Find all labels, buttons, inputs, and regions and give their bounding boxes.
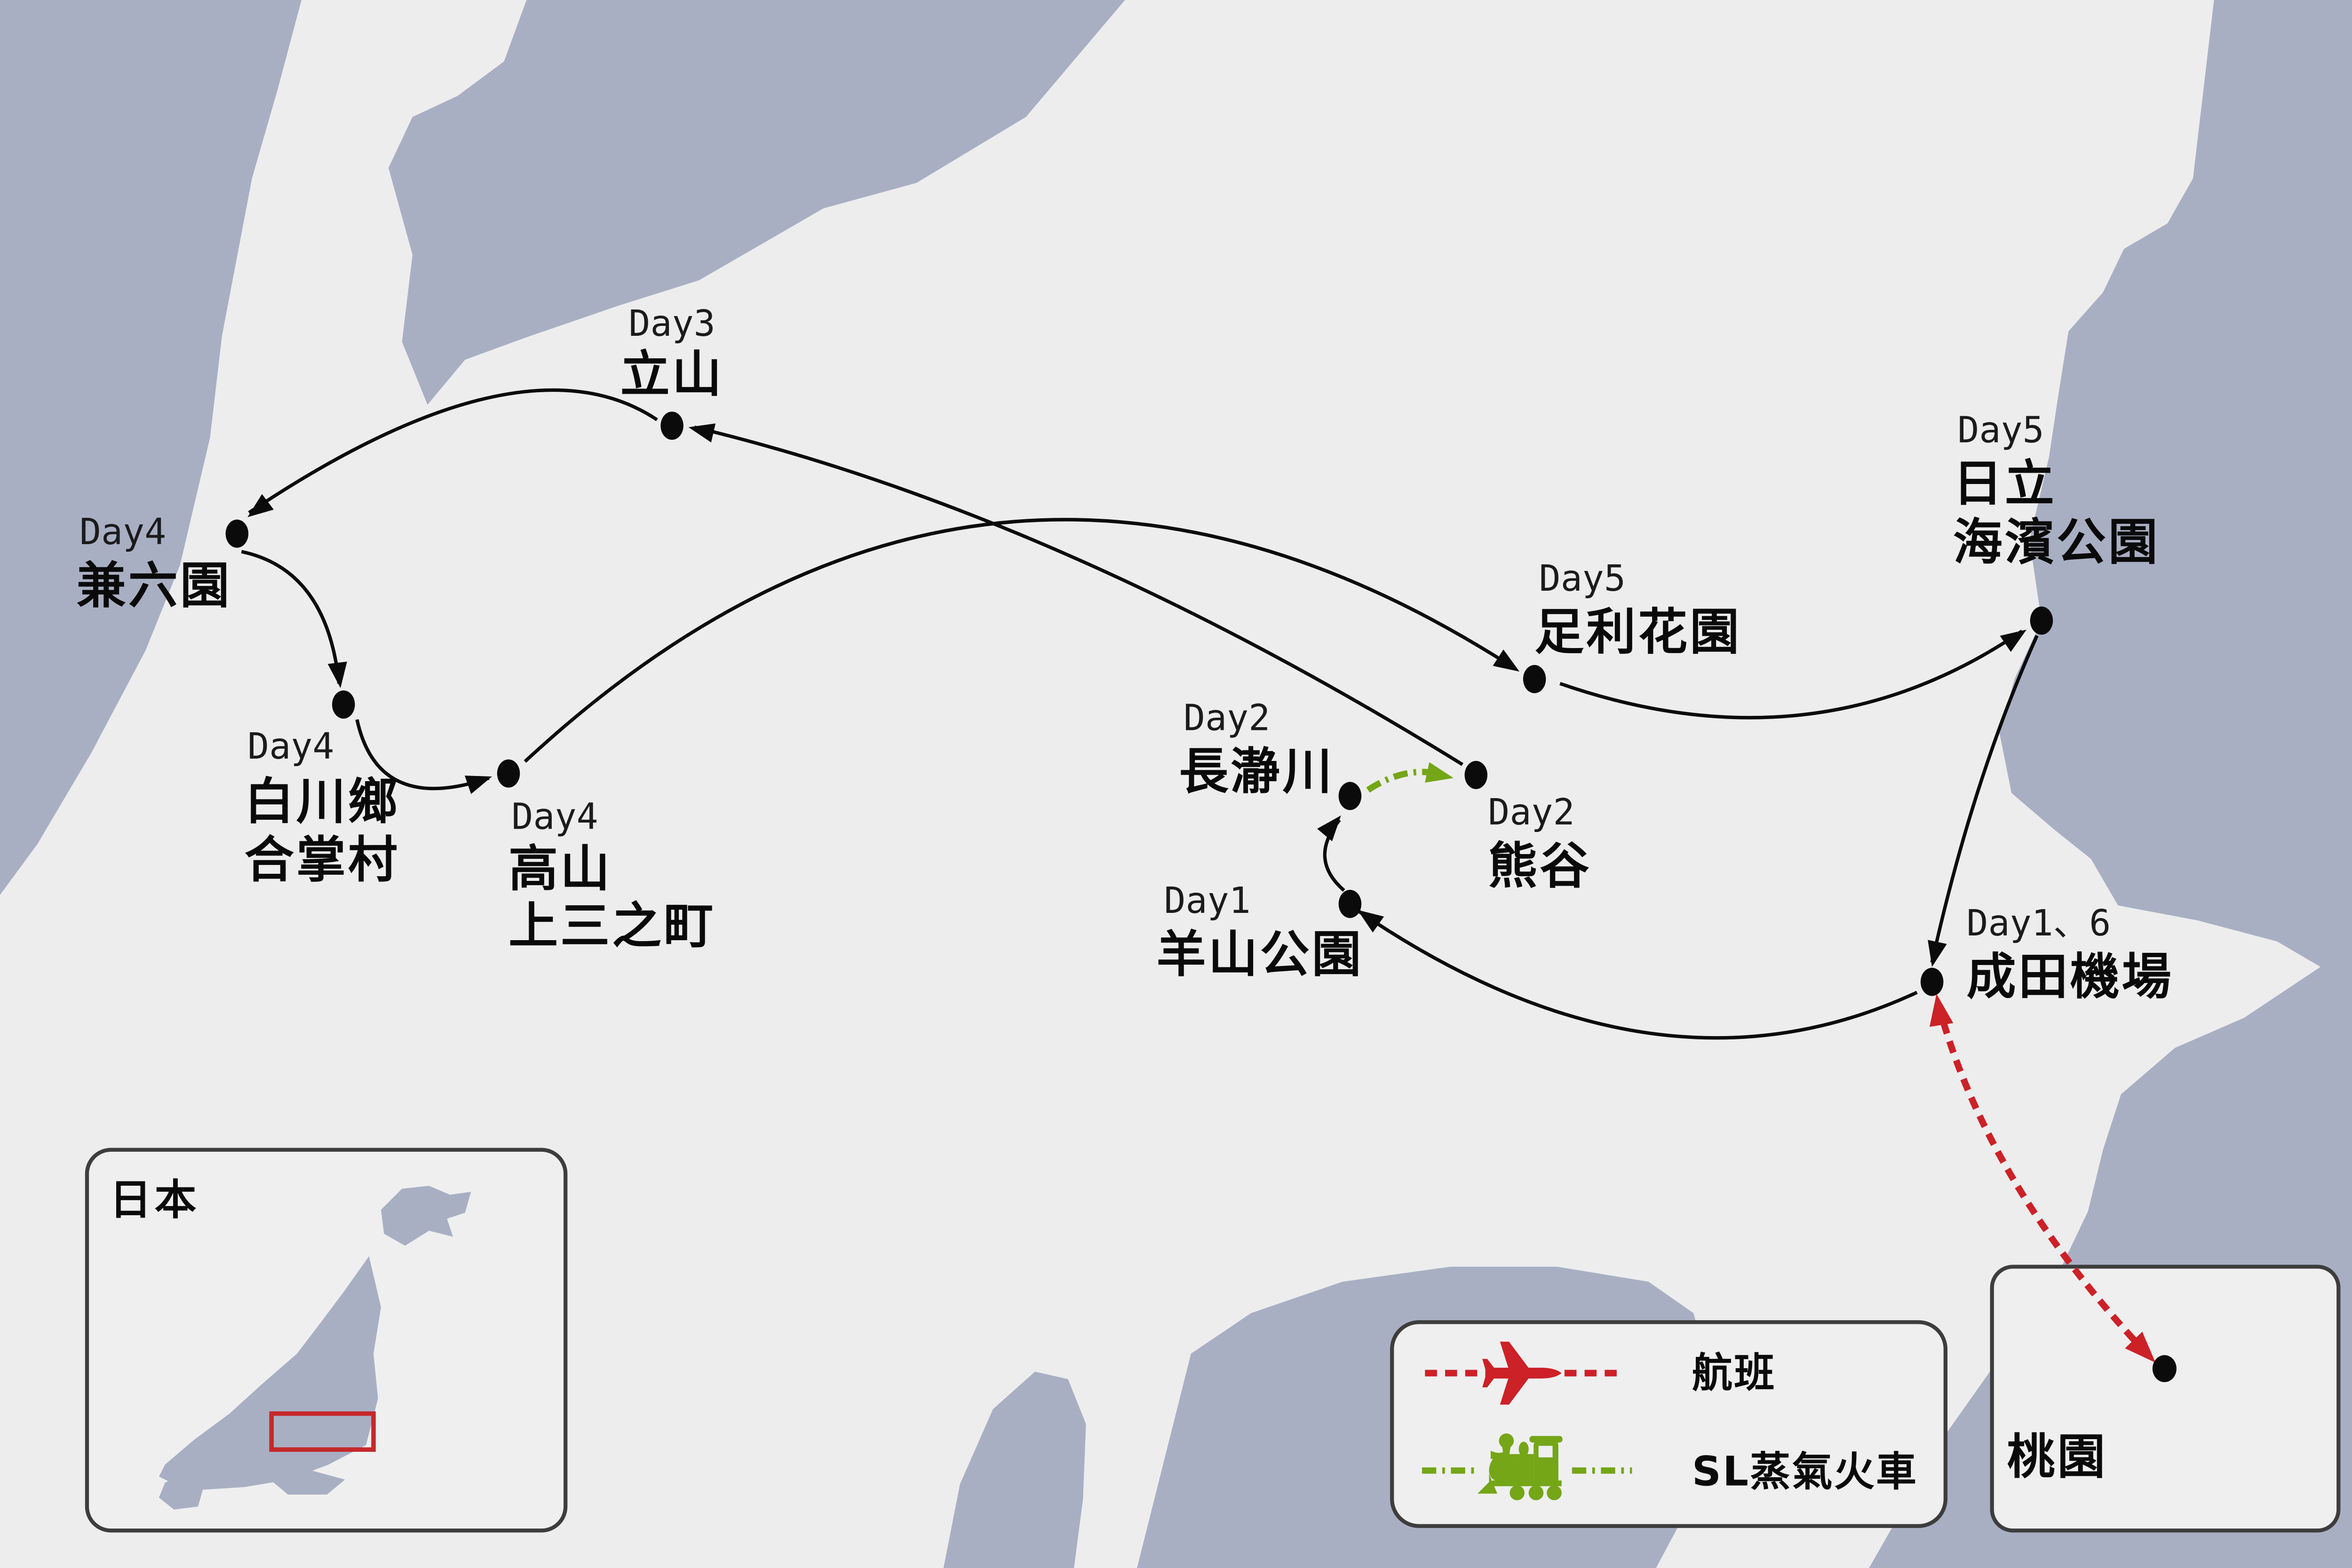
dot-taoyuan — [2152, 1355, 2177, 1382]
label-ashikaga-day: Day5 — [1539, 558, 1626, 600]
label-nagatoro-name: 長瀞川 — [1179, 743, 1334, 800]
label-hitachi-name: 日立 — [1953, 455, 2057, 513]
airplane-icon — [1482, 1341, 1562, 1405]
dot-kenrokuen — [225, 519, 249, 548]
route-shirakawago-to-takayama — [355, 719, 490, 791]
legend-flight-label: 航班 — [1692, 1349, 1776, 1396]
route-kenrokuen-to-shirakawago — [241, 550, 341, 684]
stop-dots — [225, 412, 2177, 1382]
dot-tateyama — [660, 412, 683, 440]
route-hitachi-to-narita — [1930, 634, 2039, 963]
dot-ashikaga — [1523, 665, 1546, 693]
dot-narita — [1920, 967, 1944, 996]
label-kenrokuen-day: Day4 — [79, 511, 166, 553]
label-shirakawago-name2: 合掌村 — [245, 831, 400, 889]
inset-region-highlight — [269, 1411, 376, 1452]
route-ashikaga-to-hitachi — [1559, 629, 2023, 720]
label-hitsujiyama-name: 羊山公園 — [1157, 925, 1364, 983]
label-shirakawago-name: 白川鄉 — [245, 772, 400, 830]
inset-japan-map: 日本 — [85, 1148, 568, 1533]
sea-sagami-bay — [943, 1371, 1086, 1568]
legend: 航班 SL蒸氣火車 — [1390, 1320, 1947, 1528]
arrowhead-at-kenrokuen — [247, 494, 274, 517]
arrowhead-at-hitsujiyama — [1357, 910, 1384, 933]
dot-hitachi — [2030, 606, 2053, 635]
stop-labels: Day3 立山 Day4 兼六園 Day4 白川鄉 合掌村 Day4 高山 上三… — [77, 303, 2173, 1006]
inset-japan-silhouette — [159, 1186, 471, 1510]
inset-honshu — [159, 1256, 381, 1490]
route-takayama-to-ashikaga — [524, 518, 1516, 763]
arrowhead-at-takayama — [464, 776, 492, 794]
label-kenrokuen-name: 兼六園 — [77, 556, 232, 614]
label-tateyama-name: 立山 — [620, 345, 724, 403]
arrowhead-at-nagatoro — [1317, 815, 1341, 841]
sea-pacific-east — [1869, 0, 2352, 1568]
taoyuan-label: 桃園 — [2007, 1429, 2108, 1485]
label-tateyama-day: Day3 — [628, 303, 715, 345]
sea-toyama-bay — [388, 0, 1125, 405]
route-arrowheads — [247, 423, 2027, 967]
sea-of-japan-west — [0, 0, 302, 895]
route-flight-narita-taoyuan — [1935, 1002, 2153, 1361]
legend-frame — [1390, 1320, 1947, 1528]
label-kumagaya-name: 熊谷 — [1488, 837, 1591, 895]
taoyuan-box-frame — [1990, 1265, 2341, 1533]
label-narita-day: Day1、6 — [1966, 903, 2111, 944]
dot-kumagaya — [1464, 760, 1487, 789]
arrowhead-red-at-taoyuan — [2125, 1331, 2156, 1363]
label-takayama-name2: 上三之町 — [509, 897, 715, 955]
arrowhead-at-hitachi — [2000, 629, 2027, 652]
dot-nagatoro — [1338, 782, 1362, 810]
arrowhead-green-at-kumagaya — [1425, 762, 1454, 783]
label-hitachi-day: Day5 — [1957, 409, 2044, 451]
inset-shikoku — [270, 1470, 345, 1495]
arrowhead-at-tateyama — [688, 423, 716, 443]
arrowhead-at-narita — [1928, 940, 1947, 967]
dot-hitsujiyama — [1338, 890, 1362, 918]
route-kumagaya-to-tateyama — [694, 425, 1463, 766]
steam-locomotive-icon — [1477, 1433, 1563, 1500]
inset-title: 日本 — [110, 1176, 199, 1225]
legend-train-label: SL蒸氣火車 — [1692, 1449, 1918, 1496]
label-narita-name: 成田機場 — [1966, 948, 2173, 1006]
label-takayama-day: Day4 — [511, 796, 598, 838]
dot-takayama — [497, 759, 520, 788]
inset-hokkaido — [381, 1186, 471, 1246]
route-lines — [241, 388, 2039, 1040]
route-narita-to-hitsujiyama — [1358, 910, 1918, 1040]
label-ashikaga-name: 足利花園 — [1534, 603, 1741, 661]
label-shirakawago-day: Day4 — [247, 726, 334, 768]
route-tateyama-to-kenrokuen — [248, 388, 658, 515]
label-hitachi-name2: 海濱公園 — [1953, 513, 2160, 571]
taoyuan-box: 桃園 — [1990, 1265, 2341, 1533]
dot-shirakawago — [332, 690, 355, 719]
arrowhead-at-shirakawago — [327, 661, 347, 689]
arrowhead-at-ashikaga — [1493, 649, 1520, 672]
arrowhead-red-at-narita — [1929, 994, 1954, 1027]
label-nagatoro-day: Day2 — [1184, 697, 1270, 739]
label-takayama-name: 高山 — [509, 840, 612, 898]
label-hitsujiyama-day: Day1 — [1164, 880, 1250, 922]
inset-kyushu — [159, 1473, 204, 1510]
label-kumagaya-day: Day2 — [1488, 792, 1574, 833]
